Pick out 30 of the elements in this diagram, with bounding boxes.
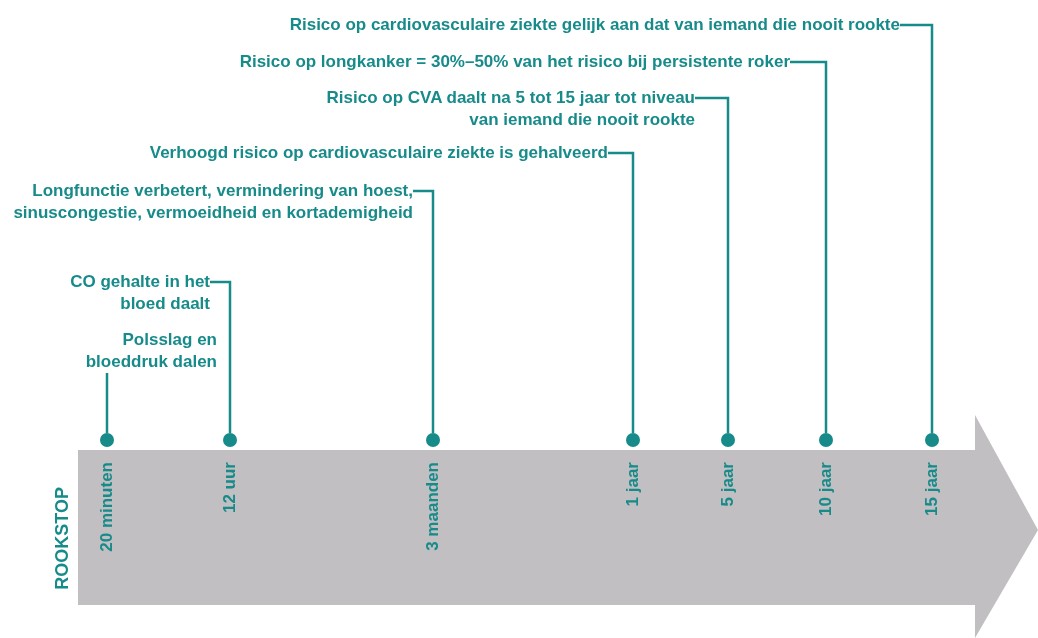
milestone-text: Risico op cardiovasculaire ziekte gelijk aan dat van iemand die nooit rookte: [289, 14, 900, 36]
time-label: 3 maanden: [423, 462, 443, 551]
time-label: 1 jaar: [623, 462, 643, 507]
milestone-text: Polsslag en bloeddruk dalen: [47, 329, 217, 373]
leader-line: [788, 60, 829, 435]
leader-line: [693, 96, 731, 435]
timeline-dot: [819, 433, 833, 447]
milestone-text: Verhoogd risico op cardiovasculaire ziekte is gehalveerd: [149, 142, 608, 164]
time-label: 15 jaar: [922, 462, 942, 516]
milestone-text: Risico op longkanker = 30%–50% van het risico bij persistente roker: [239, 51, 790, 73]
timeline-arrow: [78, 415, 1038, 638]
leader-line: [898, 23, 935, 435]
timeline-dot: [925, 433, 939, 447]
leader-line: [606, 151, 636, 435]
time-label: 10 jaar: [816, 462, 836, 516]
timeline-dot: [223, 433, 237, 447]
milestone-text: CO gehalte in het bloed daalt: [30, 271, 210, 315]
time-label: 12 uur: [220, 462, 240, 514]
milestone-text: Risico op CVA daalt na 5 tot 15 jaar tot niveau van iemand die nooit rookte: [295, 87, 695, 131]
time-label: 5 jaar: [718, 462, 738, 507]
time-label: 20 minuten: [97, 462, 117, 552]
leader-line: [411, 189, 436, 435]
timeline-dot: [100, 433, 114, 447]
timeline-dot: [721, 433, 735, 447]
milestone-text: Longfunctie verbetert, vermindering van hoest, sinuscongestie, vermoeidheid en kortademigheid: [0, 180, 413, 224]
timeline-dot: [426, 433, 440, 447]
leader-line: [208, 280, 233, 435]
start-label: ROOKSTOP: [52, 487, 73, 590]
leader-line: [105, 373, 109, 433]
timeline-dot: [626, 433, 640, 447]
